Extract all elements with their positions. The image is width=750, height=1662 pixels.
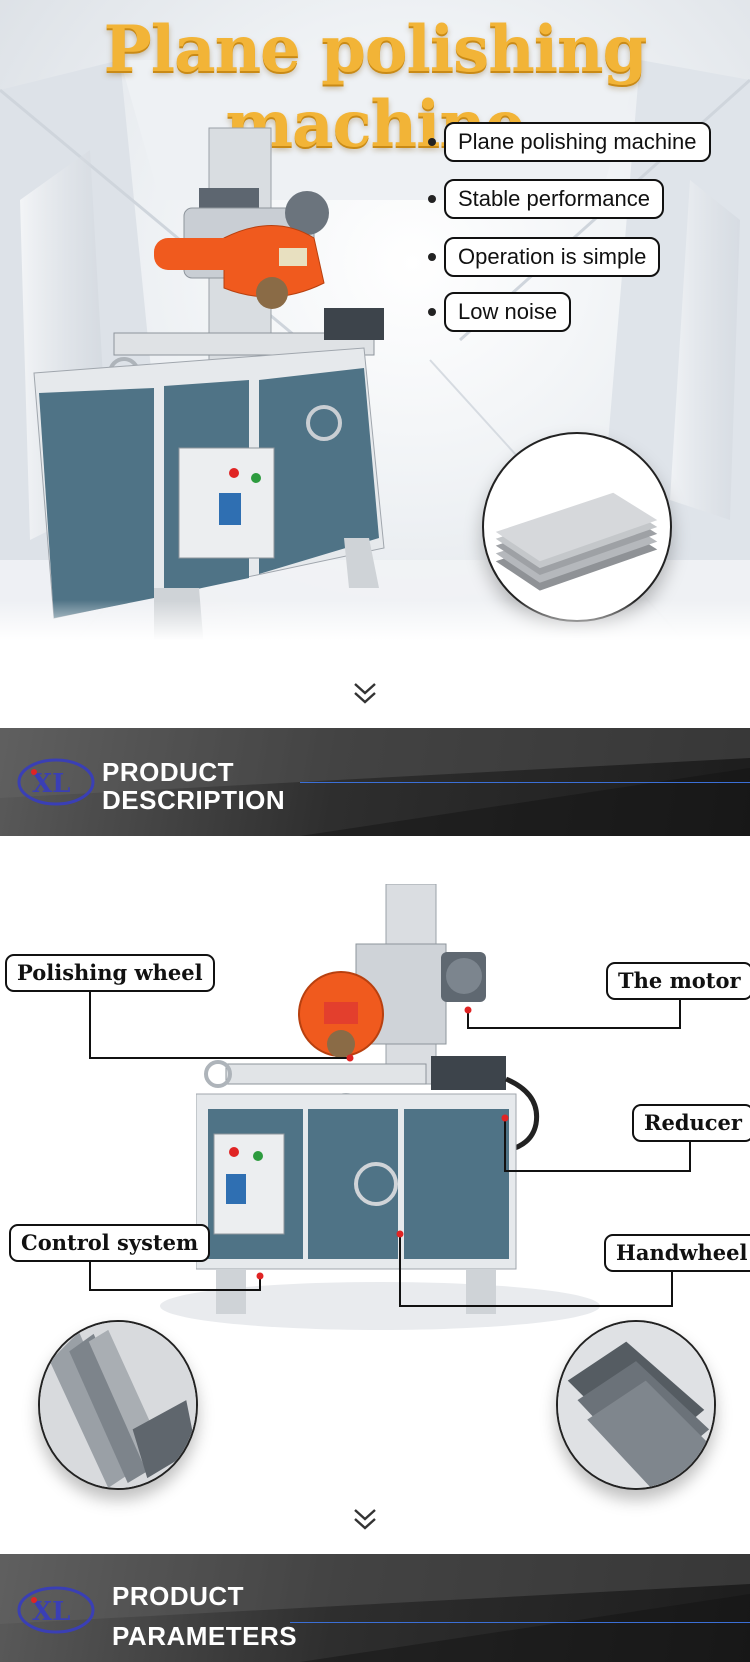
polished-plates-image: [482, 432, 672, 622]
machine-labeled-image: [196, 884, 540, 1314]
section-title: PRODUCT DESCRIPTION: [102, 758, 285, 814]
feature-label: Plane polishing machine: [444, 122, 711, 162]
feature-item: Low noise: [428, 292, 572, 332]
polishing-machine-image: [33, 127, 385, 648]
section-title: PRODUCT PARAMETERS: [112, 1576, 297, 1656]
callout-polishing-wheel: Polishing wheel: [5, 954, 215, 992]
bullet-icon: [428, 195, 436, 203]
callout-control-system: Control system: [9, 1224, 211, 1262]
feature-label: Low noise: [444, 292, 572, 332]
feature-label: Operation is simple: [444, 237, 661, 277]
accent-line: [300, 782, 750, 783]
feature-item: Operation is simple: [428, 237, 661, 277]
section-title-line1: PRODUCT: [102, 757, 235, 787]
svg-text:XL: XL: [32, 1597, 70, 1627]
feature-label: Stable performance: [444, 179, 664, 219]
sample-plates-image: [556, 1320, 716, 1490]
description-section: Polishing wheel The motor Reducer Contro…: [0, 836, 750, 1556]
banner-background: [0, 728, 750, 836]
hero-fade: [0, 600, 750, 658]
bullet-icon: [428, 138, 436, 146]
section-banner-description: XL PRODUCT DESCRIPTION: [0, 728, 750, 836]
feature-item: Plane polishing machine: [428, 122, 711, 162]
section-title-line2: PARAMETERS: [112, 1621, 298, 1651]
section-title-line2: DESCRIPTION: [102, 785, 286, 815]
sample-strips-image: [38, 1320, 198, 1490]
feature-item: Stable performance: [428, 179, 664, 219]
callout-reducer: Reducer: [632, 1104, 750, 1142]
chevron-double-down-icon: [354, 683, 376, 704]
callout-handwheel: Handwheel: [604, 1234, 750, 1272]
callout-motor: The motor: [606, 962, 750, 1000]
hero-section: Plane polishing machine: [0, 0, 750, 658]
bullet-icon: [428, 308, 436, 316]
section-banner-parameters: XL PRODUCT PARAMETERS: [0, 1554, 750, 1662]
banner-background: [0, 1554, 750, 1662]
accent-line: [290, 1622, 750, 1623]
bullet-icon: [428, 253, 436, 261]
brand-logo: XL: [17, 1586, 95, 1634]
chevron-double-down-icon: [354, 1509, 376, 1530]
svg-text:XL: XL: [32, 769, 70, 799]
brand-logo: XL: [17, 758, 95, 806]
section-title-line1: PRODUCT: [112, 1581, 245, 1611]
